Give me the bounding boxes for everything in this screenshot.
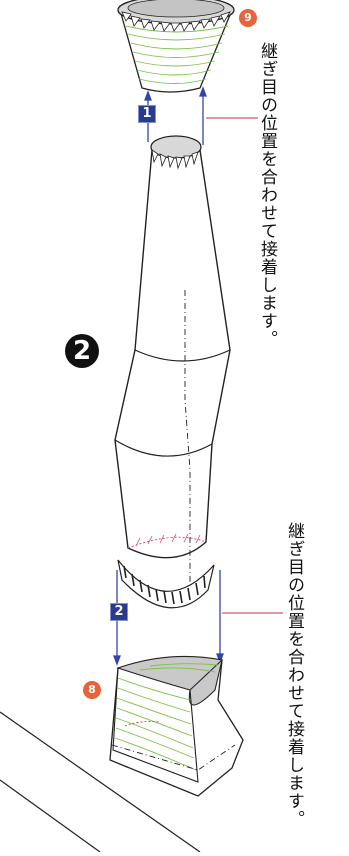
step-marker-2: 2 xyxy=(110,603,128,621)
bottom-base-part xyxy=(109,655,244,797)
main-step-number: 2 xyxy=(65,334,99,368)
top-cup-part xyxy=(117,0,235,93)
step-marker-1: 1 xyxy=(138,105,156,123)
base-lines xyxy=(0,711,201,853)
part-number-badge-bottom: 8 xyxy=(83,681,101,699)
instruction-note-bottom: 継ぎ目の位置を合わせて接着します。 xyxy=(284,522,304,828)
main-tube xyxy=(114,135,231,609)
instruction-note-top: 継ぎ目の位置を合わせて接着します。 xyxy=(257,42,277,348)
part-number-badge-top: 9 xyxy=(239,9,257,27)
